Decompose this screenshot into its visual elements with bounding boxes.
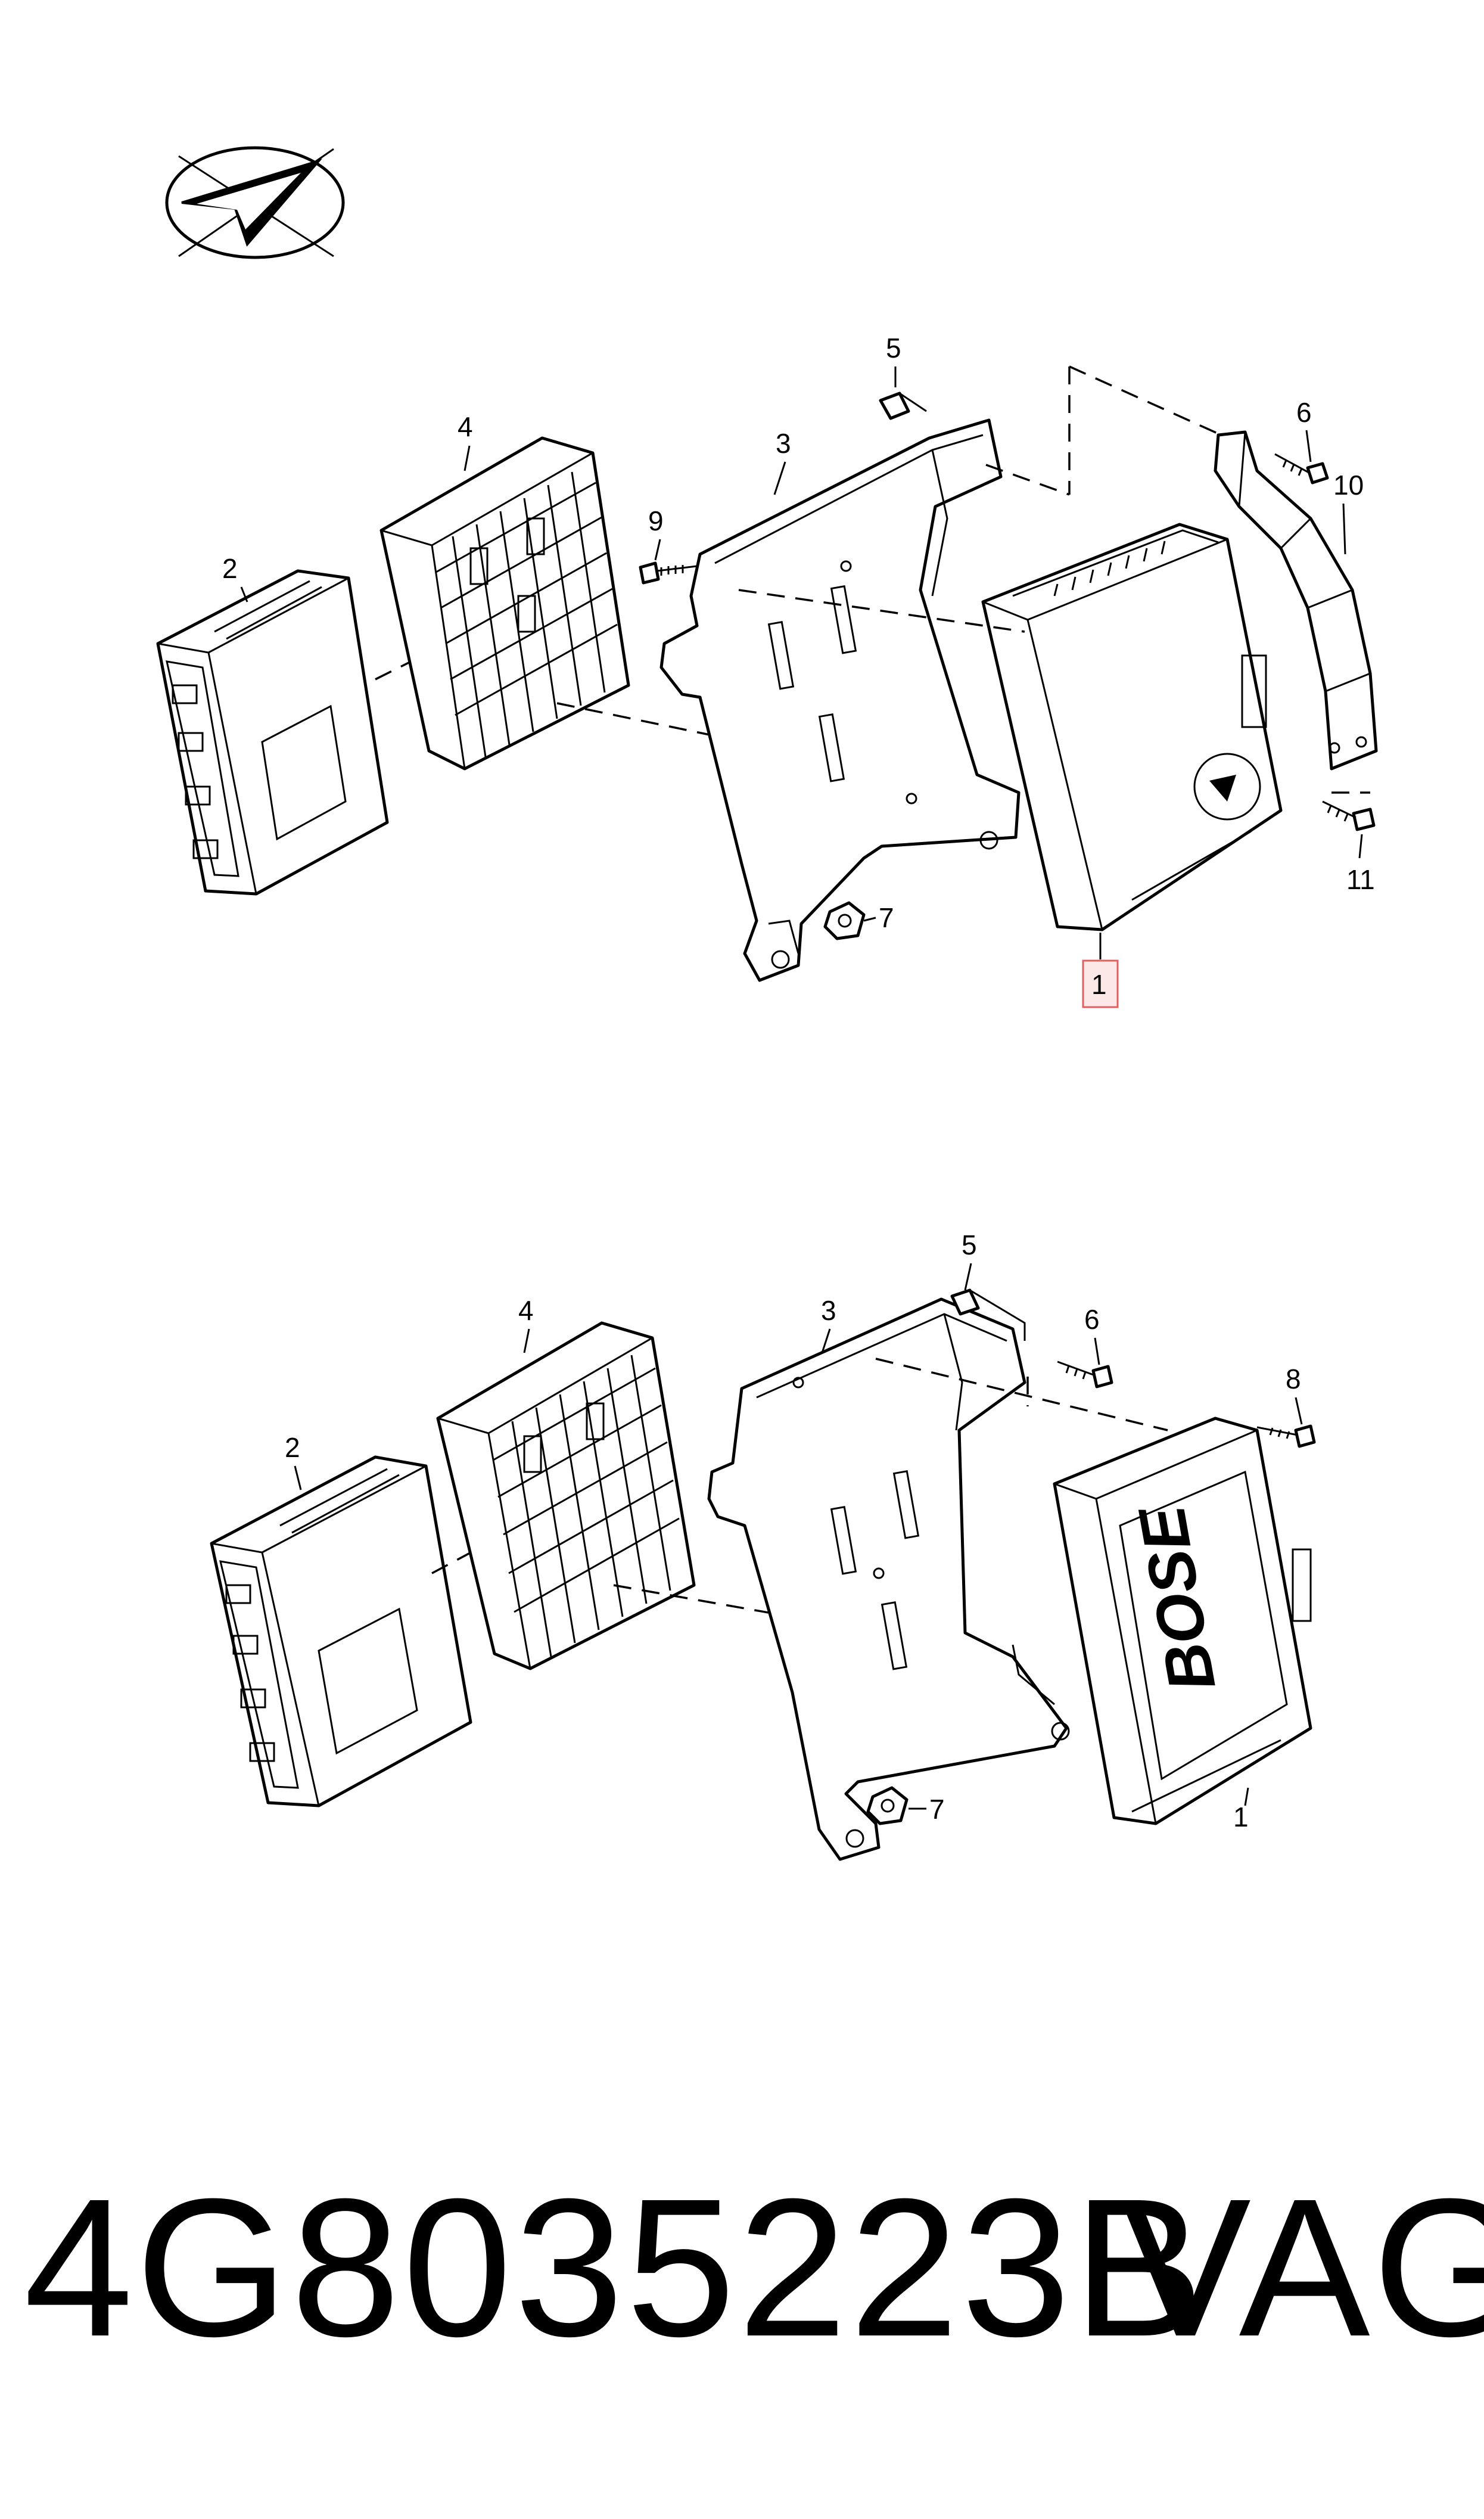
upper-part-2-control-unit bbox=[156, 569, 389, 896]
upper-part-9-bolt bbox=[639, 561, 698, 585]
highlight-box bbox=[1082, 959, 1119, 1008]
lower-callout-4: 4 bbox=[518, 1295, 534, 1326]
upper-callout-11: 11 bbox=[1346, 864, 1375, 895]
lower-leader-lines bbox=[294, 1263, 1303, 1810]
lower-callout-3: 3 bbox=[821, 1295, 836, 1326]
lower-callout-1: 1 bbox=[1233, 1801, 1249, 1832]
upper-part-1-amplifier bbox=[981, 523, 1283, 931]
lower-callout-2: 2 bbox=[285, 1432, 300, 1463]
part-number: 4G8035223B bbox=[24, 2157, 1207, 2377]
upper-part-5-nut bbox=[879, 392, 927, 420]
lower-dash-3-1 bbox=[875, 1358, 1168, 1431]
lower-part-8-bolt bbox=[1256, 1424, 1316, 1448]
lower-callout-6: 6 bbox=[1084, 1304, 1100, 1335]
upper-callout-7: 7 bbox=[879, 902, 894, 933]
upper-dash-4-3 bbox=[556, 702, 817, 758]
orientation-arrow-icon bbox=[165, 146, 345, 259]
upper-part-6-bolt bbox=[1274, 453, 1329, 484]
lower-part-1-amplifier: BOSE bbox=[1053, 1417, 1312, 1825]
upper-part-7-nut bbox=[823, 901, 866, 940]
upper-callout-1: 1 bbox=[1091, 969, 1107, 1000]
lower-callout-7: 7 bbox=[929, 1794, 945, 1825]
upper-callout-2: 2 bbox=[222, 553, 238, 584]
lower-part-4-holder bbox=[436, 1321, 696, 1670]
lower-part-6-bolt bbox=[1057, 1361, 1113, 1389]
upper-callout-4: 4 bbox=[458, 411, 473, 442]
upper-callout-3: 3 bbox=[776, 428, 791, 459]
brand-label: VAG bbox=[1120, 2157, 1484, 2377]
upper-part-11-bolt bbox=[1322, 800, 1376, 831]
lower-part-5-nut bbox=[950, 1288, 1026, 1341]
lower-part-7-nut bbox=[866, 1786, 909, 1825]
upper-dash-frame bbox=[1068, 365, 1222, 495]
upper-part-10-side-bracket bbox=[1214, 430, 1378, 771]
lower-callout-8: 8 bbox=[1286, 1363, 1301, 1394]
upper-callout-6: 6 bbox=[1296, 397, 1312, 428]
upper-callout-9: 9 bbox=[648, 505, 664, 536]
upper-dash-3-1 bbox=[738, 589, 1025, 633]
upper-callout-5: 5 bbox=[886, 333, 901, 364]
lower-callout-5: 5 bbox=[962, 1229, 977, 1260]
lower-part-2-control-unit bbox=[210, 1455, 472, 1807]
upper-dash-3-5 bbox=[985, 464, 1070, 496]
lower-part-3-mounting-plate bbox=[707, 1297, 1070, 1861]
upper-leader-lines bbox=[240, 366, 1363, 959]
upper-callout-10: 10 bbox=[1333, 470, 1364, 501]
upper-part-3-mounting-plate bbox=[659, 418, 1021, 982]
upper-part-4-holder bbox=[379, 436, 630, 771]
